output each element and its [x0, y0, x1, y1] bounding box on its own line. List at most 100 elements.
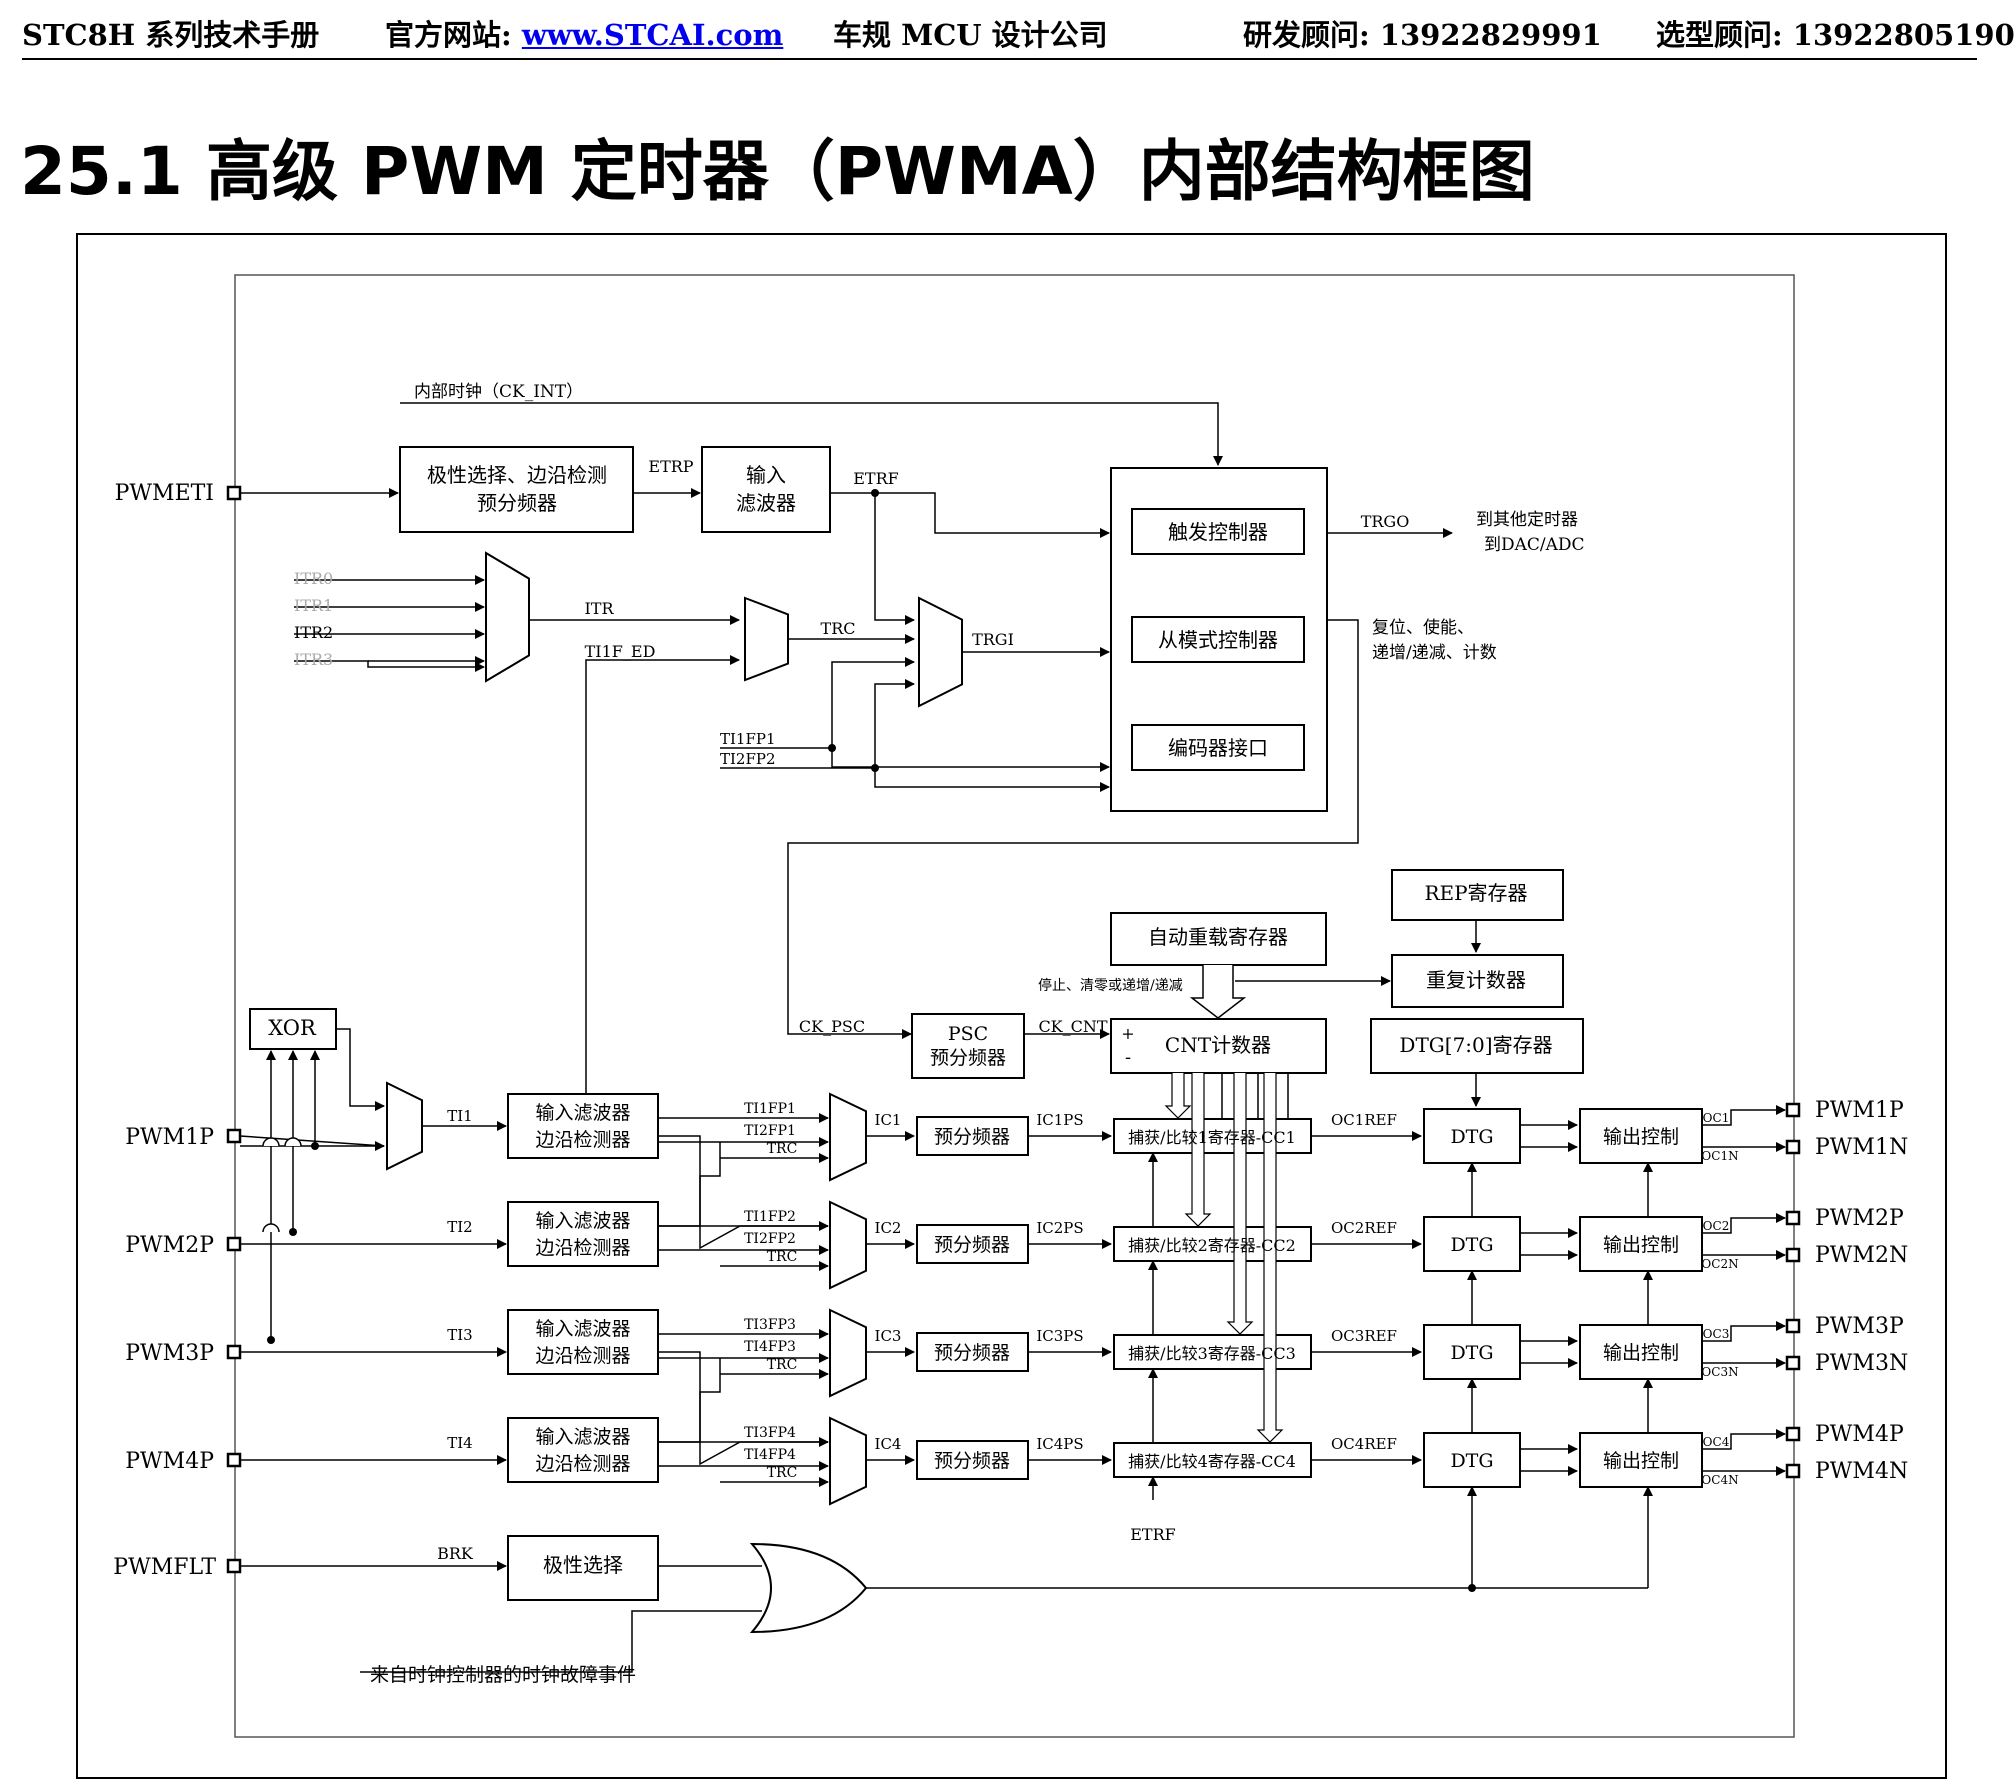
cross-wire-a-1 [658, 1351, 828, 1466]
edge-label-1: 边沿检测器 [535, 1129, 630, 1151]
polarity-edge-box [399, 446, 634, 533]
input-filter-edge-detector-1 [507, 1093, 659, 1159]
wire-hop [262, 1137, 280, 1147]
input-filter-box [701, 446, 831, 533]
filter-label-3: 输入滤波器 [535, 1318, 630, 1340]
input-pin-label-pwm3p: PWM3P [125, 1341, 214, 1366]
prescaler-label-1: 预分频器 [934, 1126, 1010, 1148]
wire-hop [262, 1223, 280, 1233]
etrf-to-trigger-wire [830, 492, 1110, 538]
output-pin-pwm4p [1785, 1426, 1801, 1442]
fp-b-label-3: TI4FP3 [744, 1339, 796, 1355]
fp-a-label-3: TI3FP3 [744, 1317, 796, 1333]
xor-out-wire [336, 1028, 385, 1111]
input-pin-label-pwm1p: PWM1P [125, 1125, 214, 1150]
etrf-bottom-label: ETRF [1130, 1525, 1176, 1544]
prescaler-box-3 [916, 1332, 1029, 1372]
pwmeti-pin [226, 485, 242, 501]
input-pin-label-pwm2p: PWM2P [125, 1233, 214, 1258]
section-number: 25.1 [20, 133, 183, 210]
ocn-label-1: OC1N [1701, 1149, 1738, 1163]
oc-label-2: OC2 [1703, 1219, 1730, 1233]
edge-label-4: 边沿检测器 [535, 1453, 630, 1475]
header-rule [22, 58, 1977, 60]
output-control-box-1 [1579, 1108, 1703, 1164]
section-heading: 25.1 高级 PWM 定时器（PWMA）内部结构框图 [20, 118, 1535, 214]
trgo-label: TRGO [1361, 512, 1410, 531]
ck-psc-wire [787, 619, 1359, 1039]
output-pin-label-pwm4p: PWM4P [1815, 1422, 1904, 1447]
ocn-label-3: OC3N [1701, 1365, 1738, 1379]
itr0-label: ITR0 [294, 569, 333, 588]
input-filter-label-2: 滤波器 [736, 491, 796, 515]
ti1fp1-top-label: TI1FP1 [720, 730, 776, 748]
ti2fp2-to-trgi-wire [720, 679, 915, 769]
etrp-label: ETRP [648, 457, 693, 476]
figure-frame [76, 233, 1947, 1779]
ocn-label-2: OC2N [1701, 1257, 1738, 1271]
filter-label-4: 输入滤波器 [535, 1426, 630, 1448]
icps-label-4: IC4PS [1036, 1435, 1083, 1453]
repetition-counter-box [1391, 954, 1564, 1008]
section-title: 高级 PWM 定时器（PWMA）内部结构框图 [206, 133, 1535, 210]
counter-plus-sign: + [1121, 1024, 1134, 1043]
break-junction [1468, 1584, 1476, 1592]
encoder-interface-box [1131, 724, 1305, 771]
slave-mode-controller-label: 从模式控制器 [1158, 628, 1278, 652]
cross-wire-a-0 [658, 1135, 828, 1250]
oc-label-4: OC4 [1703, 1435, 1730, 1449]
output-control-box-2 [1579, 1216, 1703, 1272]
ic-label-4: IC4 [875, 1435, 902, 1453]
xor-box [249, 1008, 337, 1050]
psc-label-2: 预分频器 [930, 1047, 1006, 1069]
ti1fp1-to-encoder-wire [831, 748, 1110, 772]
ti2-label: TI2 [447, 1218, 472, 1236]
capture-compare-label-2: 捕获/比较2寄存器-CC2 [1128, 1236, 1296, 1255]
ti2fp2-junction [871, 764, 879, 772]
to-other-timers-label: 到其他定时器 [1476, 510, 1578, 530]
pwm2p-tap [289, 1228, 297, 1236]
ocn-label-4: OC4N [1701, 1473, 1738, 1487]
ck-psc-label: CK_PSC [799, 1017, 865, 1036]
cc3-transfer-arrow [1226, 1073, 1254, 1335]
ti1fp1-to-trgi-wire [720, 657, 915, 749]
rd-contact: 研发顾问: 13922829991 [1243, 18, 1602, 52]
input-filter-edge-detector-2 [507, 1201, 659, 1267]
ic-mux-3 [829, 1308, 867, 1398]
polarity-select-box [507, 1535, 659, 1601]
trc-label-1: TRC [767, 1141, 798, 1157]
capture-compare-box-1 [1113, 1118, 1312, 1154]
ck-cnt-label: CK_CNT [1038, 1017, 1107, 1036]
output-pin-label-pwm3n: PWM3N [1815, 1351, 1908, 1376]
sales-contact: 选型顾问: 13922805190 [1656, 18, 2015, 52]
site-link[interactable]: www.STCAI.com [521, 18, 784, 52]
output-pin-pwm1p [1785, 1102, 1801, 1118]
capture-compare-box-4 [1113, 1442, 1312, 1478]
output-pin-pwm2n [1785, 1247, 1801, 1263]
slave-mode-controller-box [1131, 616, 1305, 663]
pwmeti-pin-label: PWMETI [115, 481, 214, 506]
prescaler-box-1 [916, 1116, 1029, 1156]
pwmflt-pin [226, 1558, 242, 1574]
xor-label: XOR [268, 1016, 317, 1040]
prescaler-label-3: 预分频器 [934, 1342, 1010, 1364]
trigger-controller-label: 触发控制器 [1168, 520, 1268, 544]
stop-clear-note: 停止、清零或递增/递减 [1038, 977, 1183, 994]
output-pin-label-pwm4n: PWM4N [1815, 1459, 1908, 1484]
cnt-counter-box [1110, 1018, 1327, 1074]
dtg-label-2: DTG [1450, 1234, 1493, 1256]
ic-label-1: IC1 [875, 1111, 902, 1129]
dtg-register-box [1370, 1018, 1584, 1074]
reset-enable-note-2: 递增/递减、计数 [1372, 643, 1497, 663]
ti1fp1-junction [828, 744, 836, 752]
ti2fp2-top-label: TI2FP2 [720, 750, 776, 768]
output-control-label-4: 输出控制 [1603, 1450, 1679, 1472]
icps-label-3: IC3PS [1036, 1327, 1083, 1345]
output-pin-pwm2p [1785, 1210, 1801, 1226]
output-pin-pwm3n [1785, 1355, 1801, 1371]
input-pin-pwm1p [226, 1128, 242, 1144]
output-pin-pwm3p [1785, 1318, 1801, 1334]
output-control-label-2: 输出控制 [1603, 1234, 1679, 1256]
etrf-junction [871, 489, 879, 497]
dtg-label-1: DTG [1450, 1126, 1493, 1148]
